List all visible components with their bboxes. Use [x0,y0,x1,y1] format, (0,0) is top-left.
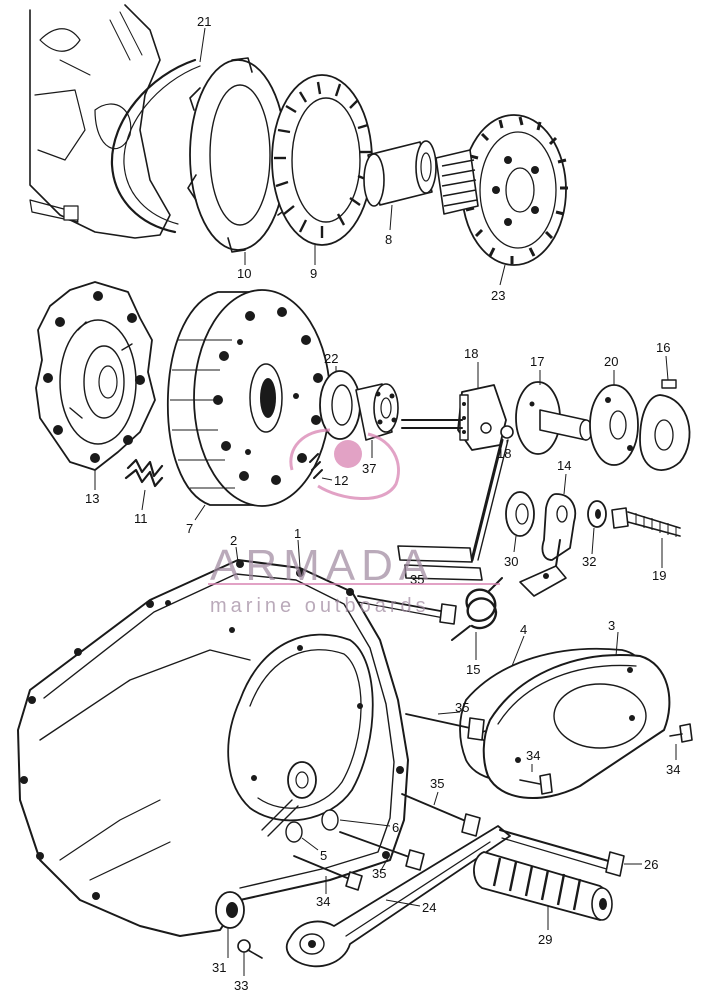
part-9-friction-disc [271,74,373,265]
part-18-lever [401,362,507,451]
part-30-collar [505,491,535,553]
callout-4: 4 [520,622,527,637]
callout-12: 12 [334,473,348,488]
part-35-bolt-bottom [339,831,425,873]
part-35-bolt-mid [357,595,457,625]
part-8-bushing [363,140,437,231]
part-33-bolt [237,939,263,976]
callout-35-d: 35 [372,866,386,881]
part-19-bolt [611,507,681,568]
callout-34-b: 34 [666,762,680,777]
callout-35-c: 35 [430,776,444,791]
callout-9: 9 [310,266,317,281]
callout-11: 11 [134,511,148,526]
part-17-shaft [515,370,593,455]
part-34-screw-lower [293,855,363,894]
callout-17: 17 [530,354,544,369]
callout-2: 2 [230,533,237,548]
part-3-inspection-cover [482,631,671,799]
callout-22: 22 [324,351,338,366]
watermark-brand: ARMADA [210,541,434,590]
part-29-grip [473,851,613,930]
callout-23: 23 [491,288,505,303]
part-34-screw-right [669,723,693,760]
callout-3: 3 [608,618,615,633]
callout-31: 31 [212,960,226,975]
watermark-logo-swoosh [289,428,400,500]
callout-7: 7 [186,521,193,536]
callout-8: 8 [385,232,392,247]
part-lever-pivot [519,539,567,597]
part-35-bolt-lower [401,791,481,837]
watermark-logo-dot [334,440,362,468]
callout-33: 33 [234,978,248,993]
part-23-gear [435,114,568,286]
callout-1: 1 [294,526,301,541]
armada-watermark: ARMADA marine outboards [208,428,500,617]
part-35-bolt-upper [405,711,485,741]
callout-14: 14 [557,458,571,473]
callout-5: 5 [320,848,327,863]
part-5-seal [285,821,319,851]
callout-21: 21 [197,14,211,29]
callout-10: 10 [237,266,251,281]
callout-32: 32 [582,554,596,569]
callout-15: 15 [466,662,480,677]
callout-labels: 21 10 9 8 23 13 11 7 22 12 37 18 18 17 2… [85,14,680,993]
part-11-spring [124,458,164,511]
callout-30: 30 [504,554,518,569]
callout-6: 6 [392,820,399,835]
callout-13: 13 [85,491,99,506]
part-12-screw [309,453,333,481]
part-7-rotor [166,289,331,521]
callout-18-upper: 18 [464,346,478,361]
part-16-cam [639,355,691,471]
part-6-oil-seal [321,809,391,831]
callout-37: 37 [362,461,376,476]
callout-19: 19 [652,568,666,583]
engine-case-fragment [29,4,171,239]
callout-16: 16 [656,340,670,355]
part-14-link-plate [541,473,577,561]
part-20-cam-plate [589,370,639,466]
part-22-bearing [319,366,361,440]
part-24-kick-arm [285,825,511,968]
callout-20: 20 [604,354,618,369]
part-1-crankcase-cover [17,539,409,937]
part-34-screw-cover [519,764,553,795]
part-21-snap-ring [110,27,206,234]
callout-29: 29 [538,932,552,947]
callout-18-lower: 18 [497,446,511,461]
callout-34-c: 34 [316,894,330,909]
part-32-washer [587,500,607,555]
part-18-rod [397,425,514,581]
callout-34-a: 34 [526,748,540,763]
part-37-needle-bearing [355,383,399,458]
callout-26: 26 [644,857,658,872]
part-15-spring [451,577,503,660]
part-13-clutch-center-plate [35,281,156,490]
callout-24: 24 [422,900,436,915]
callout-35-b: 35 [455,700,469,715]
part-26-bolt [499,829,642,877]
watermark-tagline: marine outboards [210,595,430,617]
